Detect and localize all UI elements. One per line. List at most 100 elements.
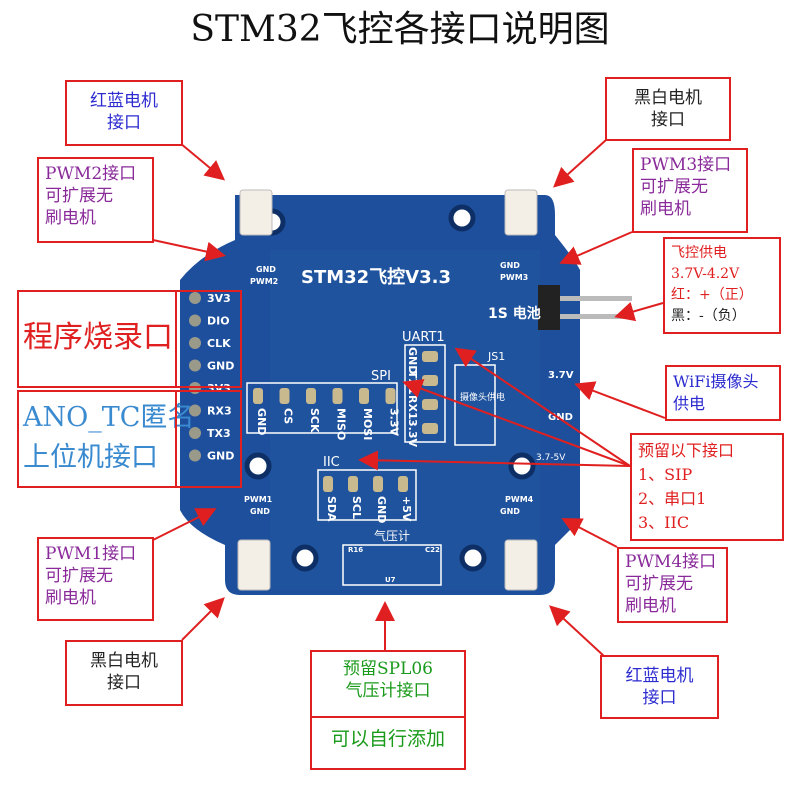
- label-top-left-motor: 红蓝电机接口: [65, 80, 183, 146]
- spi_pins-pin-label: MOSI: [361, 408, 374, 440]
- label-line: 预留SPL06: [342, 659, 433, 679]
- board-name: STM32飞控V3.3: [301, 266, 451, 288]
- left-pin-label: GND: [207, 360, 234, 373]
- label-line: 1、SIP: [638, 465, 693, 484]
- iic-label: IIC: [323, 455, 340, 470]
- pad: [422, 423, 438, 434]
- label-line: 接口: [651, 110, 685, 130]
- pad: [422, 375, 438, 386]
- label-line: 黑：-（负）: [671, 308, 746, 324]
- label-bottom-left-motor: 黑白电机接口: [65, 640, 183, 706]
- label-pwm2: PWM2接口可扩展无刷电机: [37, 157, 154, 243]
- pad: [398, 476, 408, 492]
- pad: [332, 388, 343, 404]
- label-line: 刷电机: [45, 588, 96, 608]
- label-line: 气压计接口: [345, 681, 431, 701]
- label-line: 刷电机: [45, 208, 96, 228]
- label-line: 红蓝电机: [90, 91, 158, 111]
- label-programming: 程序烧录口: [17, 290, 242, 388]
- label-pwm3: PWM3接口可扩展无刷电机: [632, 148, 748, 233]
- pin-hole: [189, 292, 201, 304]
- label-ano: ANO_TC匿名上位机接口: [17, 390, 242, 488]
- js1-label: JS1: [487, 350, 505, 363]
- pad: [422, 351, 438, 362]
- label-line: PWM1接口: [45, 544, 137, 564]
- label-line: 接口: [107, 113, 141, 133]
- left-pin-label: DIO: [207, 315, 230, 328]
- label-line: 上位机接口: [23, 442, 158, 473]
- pad: [359, 388, 369, 404]
- part-u7: U7: [385, 576, 396, 584]
- label-line: 接口: [107, 673, 141, 693]
- label-reserved: 预留以下接口 1、SIP 2、串口1 3、IIC: [630, 433, 784, 541]
- power-header: [538, 285, 632, 330]
- pin-hole: [189, 427, 201, 439]
- battery-label: 1S 电池: [488, 305, 541, 322]
- pin-hole: [189, 449, 201, 462]
- label-line: PWM3接口: [640, 155, 732, 175]
- spi_pins-pin-label: SCK: [308, 408, 321, 433]
- label-line: 红：+（正）: [671, 287, 753, 303]
- iic_pins-pin-label: SDA: [325, 496, 338, 522]
- uart-pin-label: 3.3V: [406, 419, 419, 447]
- pad: [422, 399, 438, 410]
- label-line: 预留以下接口: [638, 441, 735, 460]
- label-line: 可扩展无: [45, 566, 113, 586]
- part-r16: R16: [348, 546, 363, 554]
- label-top-right-motor: 黑白电机接口: [605, 77, 731, 141]
- label-line: 接口: [642, 688, 677, 708]
- uart-label: UART1: [402, 330, 445, 345]
- pin-hole: [189, 359, 201, 372]
- spi-label: SPI: [371, 369, 391, 384]
- pad-pwm2: PWM2: [250, 277, 278, 286]
- label-line: 飞控供电: [671, 245, 727, 261]
- pin-hole: [189, 337, 201, 349]
- pad-gnd-1: GND: [256, 265, 276, 274]
- label-line: 程序烧录口: [23, 320, 173, 355]
- label-line: 黑白电机: [90, 651, 158, 671]
- left-pin-label: TX3: [207, 427, 231, 440]
- spi_pins-pin-label: 3.3V: [388, 408, 401, 436]
- label-line: 可以自行添加: [330, 728, 445, 750]
- iic_pins-pin-label: +5V: [400, 496, 413, 522]
- label-line: 供电: [673, 394, 706, 413]
- label-line: 3.7V-4.2V: [671, 266, 740, 282]
- pin-hole: [189, 314, 201, 327]
- left-pin-label: RX3: [207, 405, 232, 418]
- page-title: STM32飞控各接口说明图: [190, 9, 610, 50]
- label-line: 红蓝电机: [625, 666, 694, 686]
- pad: [348, 476, 358, 492]
- label-line: PWM4接口: [625, 552, 717, 572]
- label-wifi: WiFi摄像头供电: [665, 365, 781, 421]
- label-power: 飞控供电 3.7V-4.2V 红：+（正） 黑：-（负）: [663, 237, 781, 334]
- label-pwm4: PWM4接口可扩展无刷电机: [617, 547, 728, 623]
- spi_pins-pin-label: MISO: [335, 408, 348, 440]
- pad-gnd-4: GND: [500, 507, 520, 516]
- label-pwm1: PWM1接口可扩展无刷电机: [37, 537, 154, 621]
- label-bottom-right-motor: 红蓝电机接口: [600, 655, 719, 719]
- pad-pwm4: PWM4: [505, 495, 534, 504]
- pad-pwm1: PWM1: [244, 495, 273, 504]
- label-line: 可扩展无: [625, 574, 693, 594]
- pad: [253, 388, 263, 404]
- pad: [279, 388, 290, 404]
- label-line: 3、IIC: [638, 513, 690, 532]
- uart-pin-label: GND: [406, 347, 419, 374]
- pad-pwm3: PWM3: [500, 273, 528, 282]
- left-pin-label: CLK: [207, 337, 231, 350]
- label-line: 可扩展无: [45, 186, 113, 206]
- cam-pin-3v7: 3.7V: [548, 370, 574, 381]
- pad-gnd-3: GND: [250, 507, 270, 516]
- label-line: PWM2接口: [45, 164, 137, 184]
- arrows: [152, 139, 666, 658]
- left-pin-label: GND: [207, 450, 234, 463]
- label-line: 可扩展无: [640, 177, 708, 197]
- label-line: 2、串口1: [638, 489, 707, 508]
- label-line: WiFi摄像头: [673, 372, 759, 391]
- label-line: 刷电机: [625, 596, 676, 616]
- pad: [306, 388, 316, 404]
- spi_pins-pin-label: GND: [255, 408, 268, 435]
- label-line: 刷电机: [640, 199, 691, 219]
- label-line: 黑白电机: [634, 88, 702, 108]
- pad-gnd-2: GND: [500, 261, 520, 270]
